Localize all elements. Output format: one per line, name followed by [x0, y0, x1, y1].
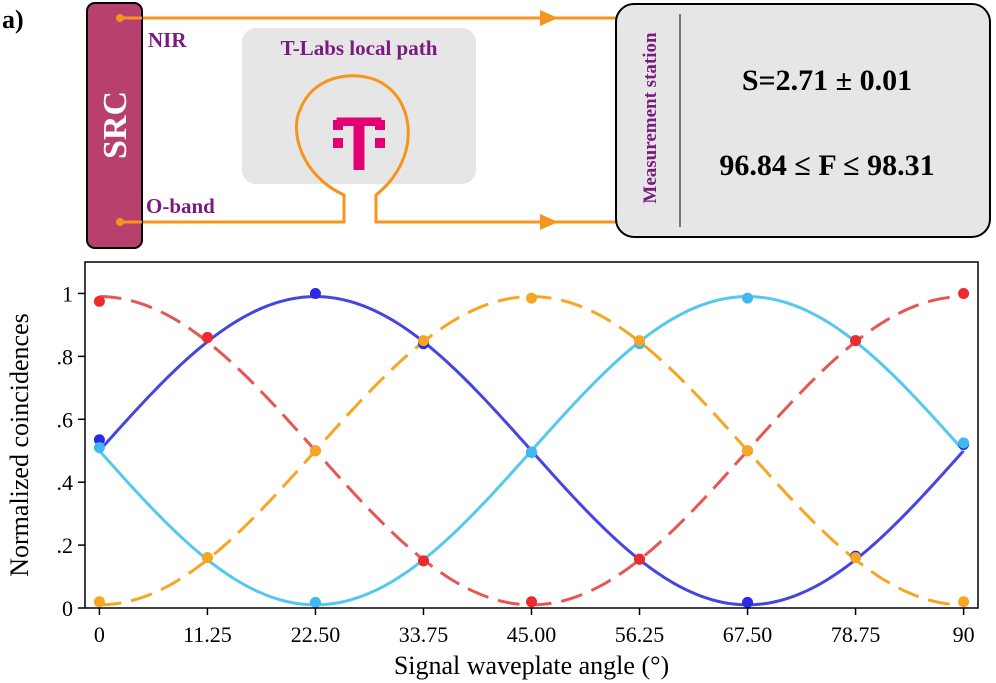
measurement-station-box [615, 3, 991, 238]
data-point-series-4 [850, 552, 862, 564]
data-point-series-3 [526, 596, 537, 608]
y-tick-label: .8 [57, 344, 74, 369]
data-point-series-1 [309, 287, 321, 299]
series-layer [93, 287, 970, 608]
data-point-series-2 [526, 446, 537, 458]
setup-schematic: a) T-Labs local path T SRC NIR O-band Me… [2, 2, 991, 249]
data-point-series-2 [958, 437, 970, 449]
data-point-series-2 [93, 442, 105, 454]
data-point-series-4 [526, 292, 537, 304]
svg-text:T: T [336, 102, 382, 187]
nir-arrow-icon [540, 10, 558, 26]
y-tick-label: .6 [57, 407, 74, 432]
data-point-series-4 [634, 335, 646, 347]
s-value: S=2.71 ± 0.01 [742, 64, 912, 97]
data-point-series-3 [417, 555, 429, 567]
x-tick-label: 0 [94, 622, 105, 647]
axes-layer: 0 11.25 22.50 33.75 45.00 56.25 67.50 78.75 90 0.… [57, 281, 975, 647]
x-tick-label: 45.00 [507, 622, 557, 647]
plot-frame [84, 261, 979, 609]
x-tick-label: 90 [953, 622, 975, 647]
data-point-series-3 [634, 553, 646, 565]
x-tick-label: 11.25 [183, 622, 232, 647]
data-point-series-4 [201, 552, 213, 564]
telekom-logo-icon: T [333, 102, 385, 187]
local-path-label: T-Labs local path [281, 36, 438, 60]
data-point-series-4 [742, 445, 754, 457]
y-tick-label: 0 [62, 596, 73, 621]
data-point-series-4 [93, 596, 105, 608]
data-point-series-2 [742, 292, 754, 304]
data-point-series-4 [417, 335, 429, 347]
x-axis-label: Signal waveplate angle (°) [394, 651, 669, 680]
oband-arrow-icon [540, 214, 558, 230]
x-tick-label: 67.50 [723, 622, 773, 647]
x-tick-label: 22.50 [291, 622, 341, 647]
data-point-series-4 [309, 445, 321, 457]
data-point-series-3 [93, 295, 105, 307]
source-label: SRC [97, 91, 134, 159]
y-tick-label: 1 [62, 281, 73, 306]
x-tick-label: 56.25 [615, 622, 665, 647]
data-point-series-4 [958, 596, 970, 608]
panel-label: a) [2, 5, 24, 34]
data-point-series-3 [850, 335, 862, 347]
data-point-series-1 [93, 434, 105, 446]
x-tick-label: 33.75 [399, 622, 449, 647]
y-tick-label: .4 [57, 470, 74, 495]
x-tick-label: 78.75 [831, 622, 881, 647]
nir-label: NIR [148, 28, 187, 52]
station-label: Measurement station [640, 32, 661, 204]
data-point-series-2 [309, 596, 321, 608]
y-axis-label: Normalized coincidences [5, 313, 34, 577]
data-point-series-1 [742, 596, 754, 608]
source-block [86, 2, 143, 249]
f-value: 96.84 ≤ F ≤ 98.31 [719, 149, 934, 182]
y-tick-label: .2 [57, 533, 74, 558]
data-point-series-3 [201, 331, 213, 343]
oband-label: O-band [146, 194, 215, 218]
data-point-series-3 [958, 287, 970, 299]
